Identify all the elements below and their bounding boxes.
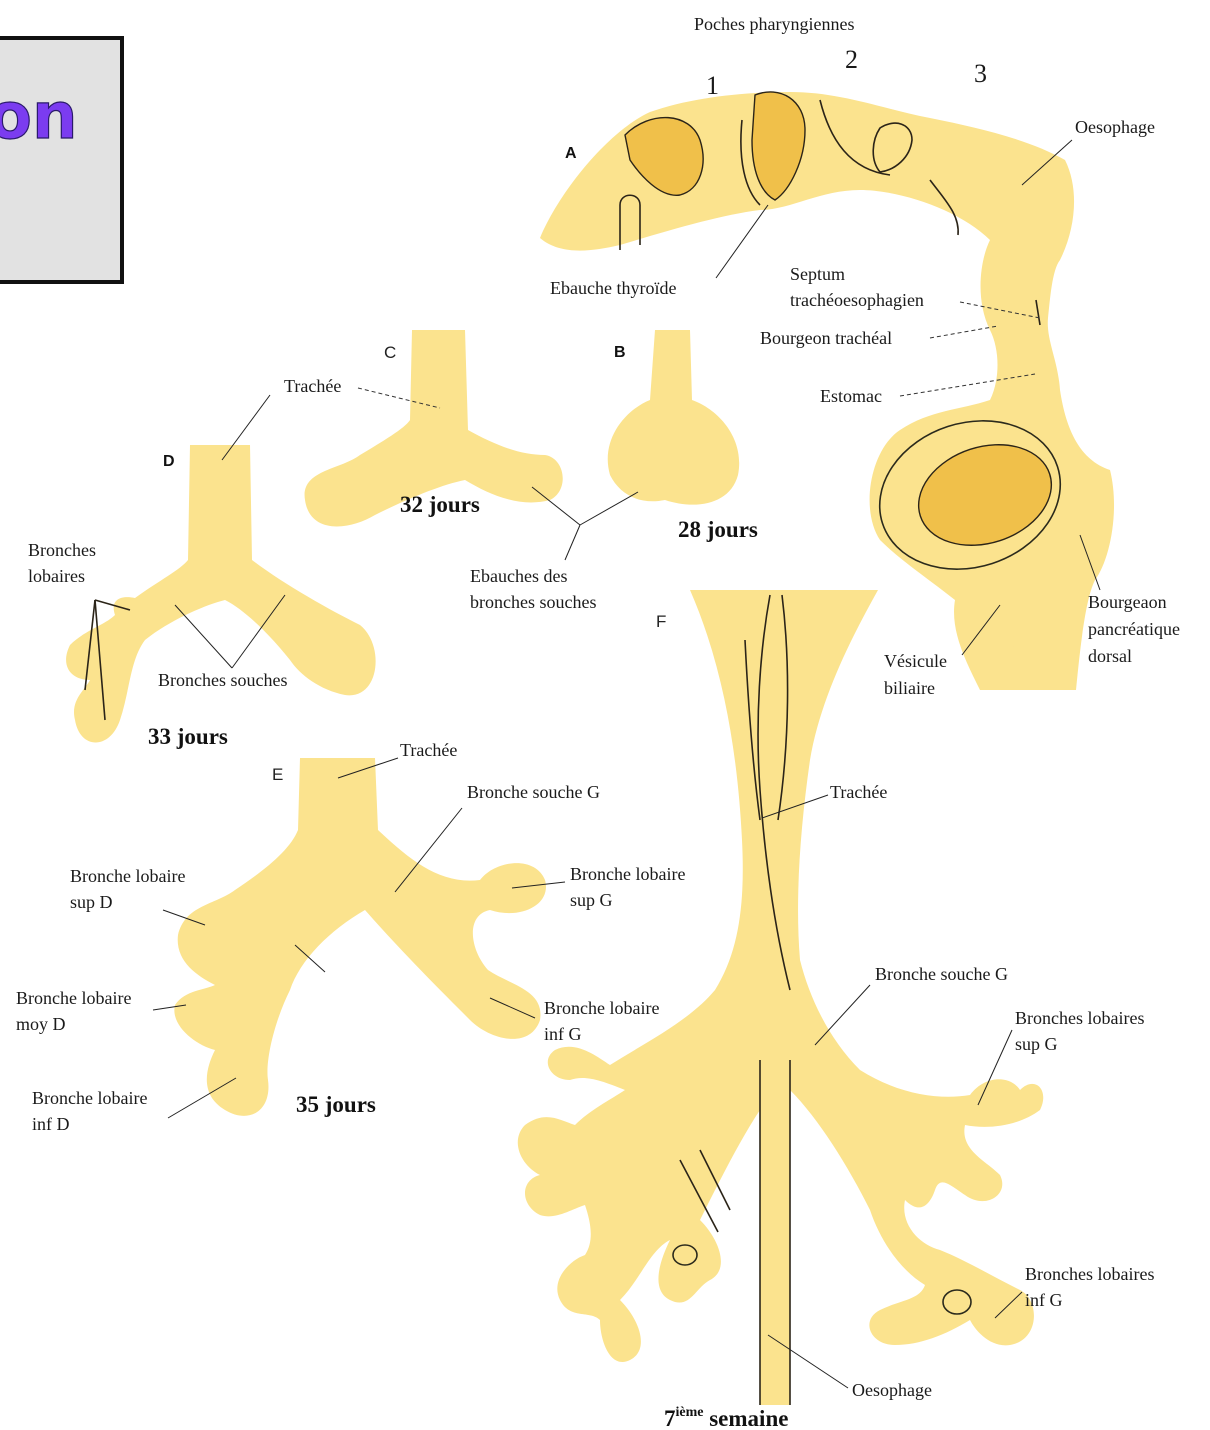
bourgeon-tracheal-label: Bourgeon trachéal xyxy=(760,328,892,348)
septum-label-line1: Septum xyxy=(790,264,845,284)
stage-d-age: 33 jours xyxy=(148,724,228,749)
stage-e-sup-d-line1: Bronche lobaire xyxy=(70,866,185,886)
pouch-1-number: 1 xyxy=(706,71,719,100)
septum-label-line2: trachéoesophagien xyxy=(790,290,924,310)
estomac-label: Estomac xyxy=(820,386,882,406)
stage-e-moy-d-line2: moy D xyxy=(16,1014,66,1034)
stage-e-inf-g-line1: Bronche lobaire xyxy=(544,998,659,1018)
stage-e-inf-g-line2: inf G xyxy=(544,1024,582,1044)
stage-f-lob-sup-line2: sup G xyxy=(1015,1034,1058,1054)
leader-line xyxy=(580,492,638,525)
stage-c-trachee-label: Trachée xyxy=(284,376,341,396)
pancreas-label-line2: pancréatique xyxy=(1088,619,1180,639)
stage-b-age: 28 jours xyxy=(678,517,758,542)
stage-e-souche-g-label: Bronche souche G xyxy=(467,782,600,802)
leader-line xyxy=(930,326,998,338)
vesicule-label-line1: Vésicule xyxy=(884,651,947,671)
stage-c-age: 32 jours xyxy=(400,492,480,517)
stage-e-sup-g-line1: Bronche lobaire xyxy=(570,864,685,884)
lobe-bud xyxy=(943,1290,971,1314)
oesophage-label-top: Oesophage xyxy=(1075,117,1155,137)
stage-e-age: 35 jours xyxy=(296,1092,376,1117)
pancreas-label-line1: Bourgeaon xyxy=(1088,592,1167,612)
lobe-bud xyxy=(673,1245,697,1265)
stage-e-sup-g-line2: sup G xyxy=(570,890,613,910)
ebauche-thyroide-label: Ebauche thyroïde xyxy=(550,278,676,298)
stage-e-moy-d-line1: Bronche lobaire xyxy=(16,988,131,1008)
stage-e-trachee-label: Trachée xyxy=(400,740,457,760)
pouch-3-number: 3 xyxy=(974,59,987,88)
stage-e-sup-d-line2: sup D xyxy=(70,892,113,912)
stage-f-lob-inf-line2: inf G xyxy=(1025,1290,1063,1310)
panel-f-letter: F xyxy=(656,612,666,631)
title-box: on xyxy=(0,38,122,282)
ebauches-label-line2: bronches souches xyxy=(470,592,596,612)
vesicule-label-line2: biliaire xyxy=(884,678,935,698)
stage-e-inf-d-line1: Bronche lobaire xyxy=(32,1088,147,1108)
panel-d-letter: D xyxy=(163,453,175,470)
panel-b-letter: B xyxy=(614,344,626,361)
stage-f-age: 7ième semaine xyxy=(664,1405,788,1430)
stage-f-lob-sup-line1: Bronches lobaires xyxy=(1015,1008,1144,1028)
leader-line xyxy=(815,985,870,1045)
panel-e-letter: E xyxy=(272,765,283,784)
stage-d-souches-label: Bronches souches xyxy=(158,670,287,690)
stage-f-souche-g-label: Bronche souche G xyxy=(875,964,1008,984)
panel-e-drawing xyxy=(174,758,546,1116)
ebauches-label-line1: Ebauches des xyxy=(470,566,567,586)
pancreas-label-line3: dorsal xyxy=(1088,646,1132,666)
leader-line xyxy=(565,525,580,560)
stage-e-inf-d-line2: inf D xyxy=(32,1114,70,1134)
stage-f-trachee-label: Trachée xyxy=(830,782,887,802)
panel-c-letter: C xyxy=(384,343,396,362)
stage-d-lobaires-line1: Bronches xyxy=(28,540,96,560)
panel-b-drawing xyxy=(608,330,739,505)
stage-f-oesophage-label: Oesophage xyxy=(852,1380,932,1400)
pharyngeal-pouches-heading: Poches pharyngiennes xyxy=(694,14,854,34)
leader-line xyxy=(175,605,232,668)
stage-f-lob-inf-line1: Bronches lobaires xyxy=(1025,1264,1154,1284)
slide-title-fragment: on xyxy=(0,80,78,154)
stage-d-lobaires-line2: lobaires xyxy=(28,566,85,586)
panel-a-letter: A xyxy=(565,145,577,162)
pouch-2-number: 2 xyxy=(845,45,858,74)
